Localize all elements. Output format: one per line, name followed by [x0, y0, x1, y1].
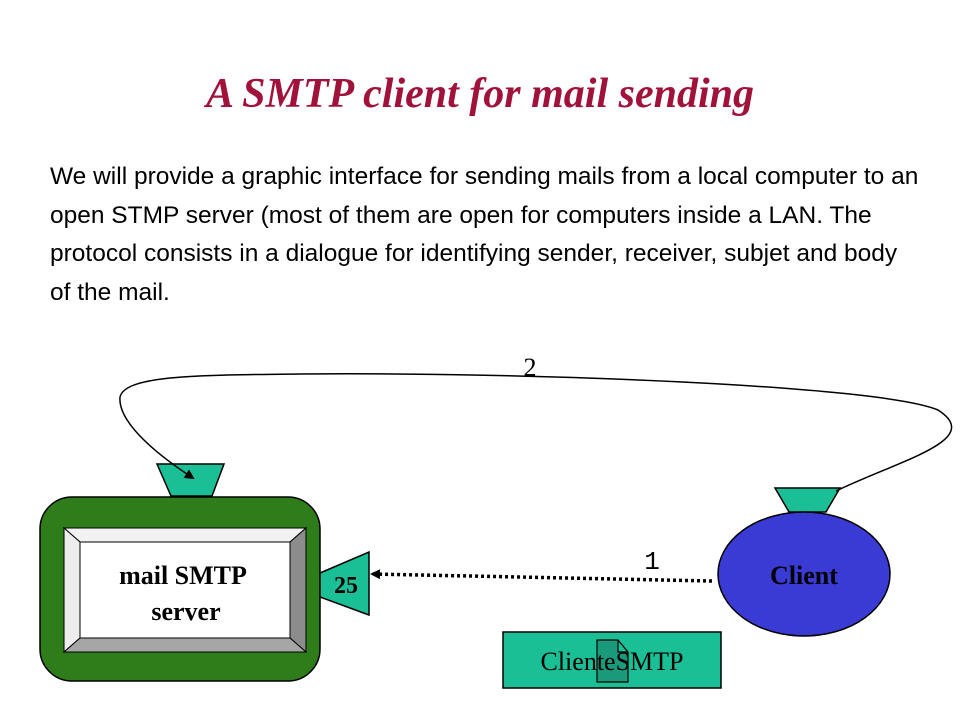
slide-body-text: We will provide a graphic interface for … — [50, 163, 919, 306]
file-label: ClienteSMTP — [540, 647, 683, 676]
port-25-socket: 25 — [319, 550, 370, 617]
file-icon — [596, 639, 629, 683]
client-label: Client — [770, 561, 838, 590]
port-label: 25 — [334, 573, 358, 599]
server-label-line1: mail SMTP — [119, 561, 247, 590]
server-face — [79, 541, 291, 639]
slide-title: A SMTP client for mail sending — [205, 71, 754, 117]
server-bevel-right — [289, 526, 307, 654]
client-node: Client — [717, 487, 891, 637]
server-label-line2: server — [151, 597, 220, 626]
arrow-1-dotted — [370, 569, 713, 583]
server-bevel-bottom — [62, 637, 308, 653]
arrow-2-curve — [119, 373, 953, 492]
arrow-2-label: 2 — [524, 353, 537, 382]
client-top-socket — [773, 487, 842, 513]
client-ellipse — [717, 511, 891, 637]
server-bevel-top — [62, 527, 308, 543]
mail-server: mail SMTP server — [39, 496, 321, 682]
cliente-smtp-file: ClienteSMTP — [502, 631, 722, 689]
server-bevel-left — [63, 526, 81, 654]
port-socket-shape — [319, 550, 370, 617]
arrow-1-label: 1 — [644, 547, 660, 577]
server-top-socket — [155, 463, 226, 497]
